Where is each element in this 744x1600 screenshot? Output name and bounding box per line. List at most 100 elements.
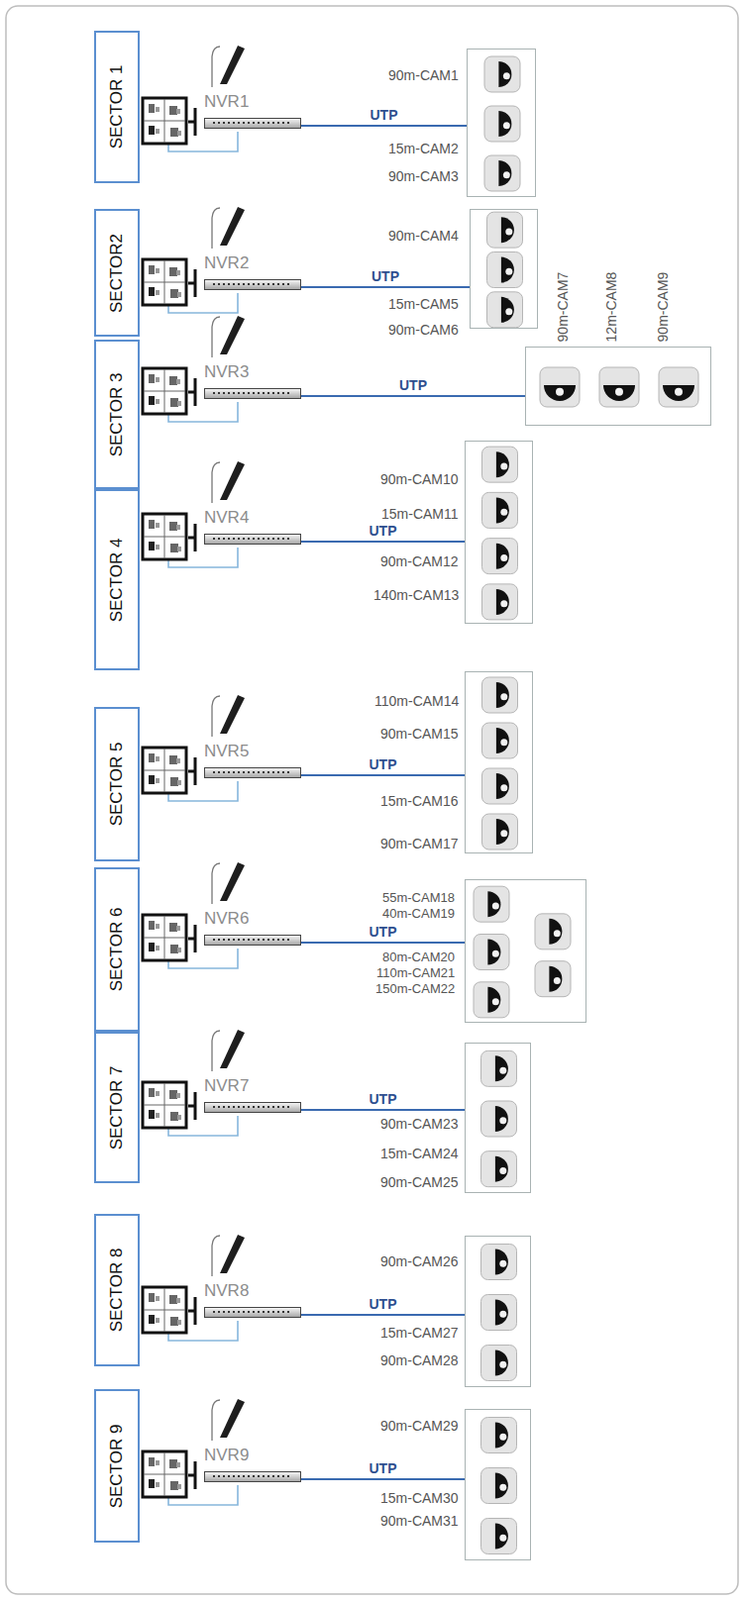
sector-label-box: SECTOR 8: [94, 1214, 140, 1368]
monitor-figure: [155, 1296, 160, 1302]
monitor-figure: [148, 775, 155, 785]
monitor-stand: [188, 107, 196, 136]
sector-label: SECTOR 1: [106, 65, 127, 150]
camera-group: 90m-CAM2615m-CAM2790m-CAM28: [464, 1236, 532, 1388]
monitor-figure: [169, 106, 178, 115]
camera-icon: [482, 492, 519, 529]
monitor-split: [143, 1288, 186, 1333]
switch-ports: [212, 1106, 293, 1109]
monitor-figure: [177, 1485, 182, 1490]
camera-icon: [534, 961, 571, 998]
monitor-figure: [170, 945, 179, 955]
monitor-figure: [148, 1293, 155, 1303]
monitor-split: [143, 916, 186, 960]
camera-icon: [481, 1245, 518, 1281]
camera-icon: [482, 814, 519, 851]
switch-body: [204, 533, 302, 545]
monitor-figure: [155, 399, 160, 405]
monitor-figure: [169, 376, 178, 386]
monitor-figure: [155, 1483, 160, 1488]
nvr-switch: NVR5: [204, 740, 302, 780]
monitor-figure: [169, 755, 178, 765]
monitor-figure: [170, 289, 179, 299]
monitor-figure: [148, 396, 155, 406]
monitor-figure: [148, 921, 155, 931]
sector-label-box: SECTOR 7: [94, 1032, 140, 1184]
sector-label: SECTOR 8: [106, 1249, 127, 1334]
monitor-figure: [148, 1480, 155, 1489]
monitor-figure: [155, 946, 160, 952]
monitor-figure: [155, 1461, 160, 1467]
monitor-figure: [155, 106, 160, 112]
camera-icon: [481, 1469, 518, 1505]
cable-label: UTP: [371, 268, 400, 285]
sector-label-box: SECTOR 6: [94, 867, 140, 1033]
monitor-figure: [148, 520, 155, 530]
monitor-figure: [170, 1112, 179, 1122]
sector-label: SECTOR 9: [106, 1424, 127, 1509]
sector-label-box: SECTOR 9: [94, 1389, 140, 1544]
camera-label: 15m-CAM30: [380, 1490, 459, 1507]
monitor-figure: [155, 756, 160, 762]
monitor-screen: [142, 98, 187, 144]
camera-icon: [482, 584, 519, 621]
monitor-screen: [142, 259, 187, 306]
antenna-mast: [212, 1031, 220, 1072]
monitor-figure: [169, 1090, 178, 1100]
camera-label: 90m-CAM25: [380, 1174, 459, 1191]
camera-icon: [658, 367, 699, 408]
monitor-figure: [170, 543, 179, 553]
monitor-figure: [169, 267, 178, 277]
monitor-figure: [177, 780, 182, 786]
switch-ports: [212, 537, 293, 540]
nvr-switch: NVR1: [204, 90, 302, 130]
connector-layer: [301, 125, 526, 1481]
monitor-figure: [155, 128, 160, 134]
monitor-screen: [142, 368, 187, 415]
monitor-figure: [177, 1115, 182, 1121]
switch-ports: [212, 283, 293, 286]
monitor-figure: [148, 374, 155, 384]
monitor-figure: [170, 398, 179, 408]
switch-ports: [212, 1476, 293, 1479]
monitor-figure: [177, 948, 182, 954]
nvr-name: NVR4: [204, 508, 302, 529]
antenna-blade: [219, 461, 245, 501]
switch-body: [204, 935, 302, 947]
camera-icon: [482, 768, 519, 805]
monitor-figure: [155, 544, 160, 550]
nvr-switch: NVR8: [204, 1279, 302, 1320]
monitor-figure: [169, 923, 178, 933]
antenna-blade: [219, 695, 245, 735]
utp-cable: [301, 774, 465, 777]
monitor-stand: [188, 1462, 196, 1490]
monitor-stand: [188, 925, 196, 954]
utp-cable: [301, 395, 526, 398]
sector-label: SECTOR 4: [106, 537, 127, 623]
sector-label: SECTOR2: [106, 233, 127, 314]
camera-label: 90m-CAM17: [380, 836, 459, 852]
antenna-mast: [212, 317, 220, 358]
monitor-figure: [148, 1110, 155, 1120]
nvr-switch: NVR2: [204, 251, 302, 292]
camera-icons: [470, 210, 537, 328]
camera-label: 15m-CAM27: [380, 1325, 459, 1342]
switch-ports: [212, 121, 293, 124]
monitor-split: [143, 369, 186, 414]
camera-label: 90m-CAM10: [380, 471, 459, 488]
camera-label: 15m-CAM2: [388, 140, 459, 157]
camera-group: 90m-CAM712m-CAM890m-CAM9: [525, 346, 712, 426]
camera-icon: [473, 982, 510, 1019]
monitor-screen: [142, 915, 187, 961]
cable-label: UTP: [369, 523, 398, 539]
switch-body: [204, 388, 302, 400]
nvr-name: NVR6: [204, 909, 302, 930]
monitor-stand: [188, 1297, 196, 1326]
camera-group: 110m-CAM1490m-CAM1515m-CAM1690m-CAM17: [464, 671, 533, 854]
camera-group: 90m-CAM1015m-CAM1190m-CAM12140m-CAM13: [464, 440, 533, 625]
switch-ports: [212, 771, 293, 774]
monitor-split: [143, 515, 186, 559]
camera-label: 90m-CAM3: [388, 168, 459, 185]
monitor-figure: [170, 127, 179, 137]
